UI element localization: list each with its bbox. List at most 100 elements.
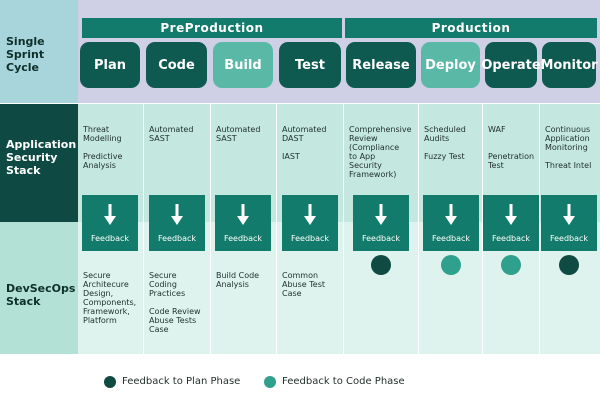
cell-line: Automated	[216, 125, 261, 134]
cell-line: Monitoring	[545, 143, 588, 152]
feedback-box-operate: Feedback	[483, 195, 539, 251]
cell-line: Secure	[149, 271, 177, 280]
cell-line: Audits	[424, 134, 450, 143]
row-label-line: Security	[6, 151, 58, 164]
cell-line: WAF	[488, 125, 506, 134]
stage-test: Test	[279, 42, 341, 88]
column-separator	[143, 104, 144, 354]
cell-line: Design,	[83, 289, 114, 298]
cell-line	[83, 143, 139, 152]
cell-line: SAST	[216, 134, 237, 143]
phase-production-label: Production	[431, 21, 511, 35]
cell-line: Automated	[149, 125, 194, 134]
feedback-label: Feedback	[290, 234, 330, 243]
cell-line: Framework,	[83, 307, 130, 316]
cell-line	[424, 143, 479, 152]
cell-line: Predictive	[83, 152, 123, 161]
feedback-box-release: Feedback	[353, 195, 409, 251]
stage-label: Release	[352, 57, 410, 73]
stage-build: Build	[213, 42, 273, 88]
stage-label: Plan	[93, 57, 126, 73]
stage-label: Code	[158, 57, 195, 73]
row-label-cycle-cell: Single Sprint Cycle	[0, 0, 78, 103]
stage-label: Test	[295, 57, 325, 73]
arrow-down-icon	[375, 204, 387, 225]
cell-line	[545, 152, 595, 161]
legend-plan-label: Feedback to Plan Phase	[122, 376, 241, 387]
row-label-line: DevSecOps	[6, 282, 76, 295]
phase-preproduction-label: PreProduction	[160, 21, 264, 35]
legend-band	[0, 354, 600, 404]
cell-line	[488, 143, 536, 152]
feedback-label: Feedback	[361, 234, 401, 243]
feedback-label: Feedback	[157, 234, 197, 243]
row-label-line: Single	[6, 35, 45, 48]
cell-line: Abuse Test	[282, 280, 326, 289]
feedback-box-plan: Feedback	[82, 195, 138, 251]
row-label-line: Sprint	[6, 48, 45, 61]
row-label-line: Application	[6, 138, 77, 151]
cell-line: Test	[488, 161, 504, 170]
column-separator	[343, 104, 344, 354]
cell-line: Modelling	[83, 134, 122, 143]
legend-code-label: Feedback to Code Phase	[282, 376, 405, 387]
column-separator	[482, 104, 483, 354]
cell-line: Build Code	[216, 271, 260, 280]
feedback-label: Feedback	[491, 234, 531, 243]
feedback-box-code: Feedback	[149, 195, 205, 251]
cell-line: (Compliance	[349, 143, 400, 152]
cell-line: Threat Intel	[545, 161, 592, 170]
stage-deploy: Deploy	[421, 42, 480, 88]
column-separator	[539, 104, 540, 354]
cell-line: Common	[282, 271, 319, 280]
cell-line: Continuous	[545, 125, 591, 134]
feedback-label: Feedback	[549, 234, 589, 243]
row-label-line: Stack	[6, 164, 41, 177]
row-label-line: Cycle	[6, 61, 39, 74]
arrow-down-icon	[304, 204, 316, 225]
cell-line: Components,	[83, 298, 137, 307]
arrow-down-icon	[563, 204, 575, 225]
cell-line: IAST	[282, 152, 300, 161]
stage-plan: Plan	[80, 42, 140, 88]
stage-release: Release	[346, 42, 416, 88]
cell-line: Secure	[83, 271, 111, 280]
cell-line: Analysis	[216, 280, 249, 289]
column-separator	[418, 104, 419, 354]
cell-line: Application	[545, 134, 590, 143]
stage-code: Code	[146, 42, 207, 88]
feedback-dot-plan	[371, 255, 391, 275]
column-separator	[276, 104, 277, 354]
feedback-dot-code	[501, 255, 521, 275]
cell-line: Comprehensive	[349, 125, 412, 134]
stage-operate: Operate	[481, 42, 541, 88]
row-label-cycle: Single Sprint Cycle	[0, 0, 78, 74]
feedback-box-test: Feedback	[282, 195, 338, 251]
cell-line: Architecure	[83, 280, 129, 289]
arrow-down-icon	[171, 204, 183, 225]
cell-line: to App	[349, 152, 376, 161]
cell-line: Automated	[282, 125, 327, 134]
column-separator	[210, 104, 211, 354]
cell-line: Code Review	[149, 307, 201, 316]
cell-line: Framework)	[349, 170, 397, 179]
arrow-down-icon	[237, 204, 249, 225]
cell-line: Fuzzy Test	[424, 152, 465, 161]
feedback-box-monitor: Feedback	[541, 195, 597, 251]
arrow-down-icon	[104, 204, 116, 225]
stage-label: Monitor	[540, 57, 598, 73]
row-label-security-cell: Application Security Stack	[0, 104, 78, 222]
cell-line: Case	[282, 289, 302, 298]
cell-line: Security	[349, 161, 382, 170]
cell-line: SAST	[149, 134, 170, 143]
row-label-security: Application Security Stack	[0, 104, 78, 177]
feedback-dot-code	[441, 255, 461, 275]
